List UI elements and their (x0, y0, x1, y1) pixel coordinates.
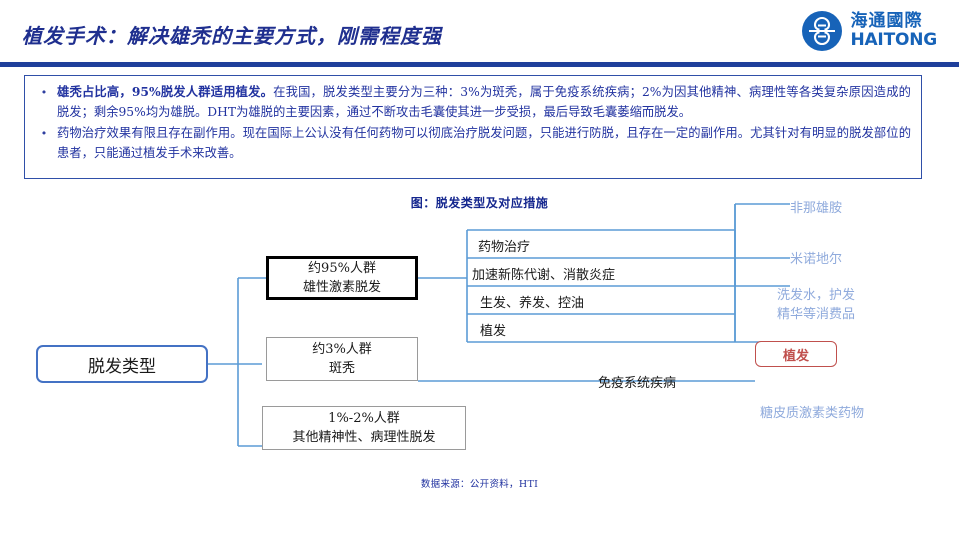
figure-source-note: 数据来源：公开资料，HTI (420, 479, 539, 490)
logo-chinese-name: 海通國際 (850, 11, 923, 31)
node-androgenic-alopecia: 约95%人群 雄性激素脱发 (266, 256, 418, 300)
label-immune-system-disease: 免疫系统疾病 (598, 376, 677, 391)
bullet-marker-icon: • (40, 127, 48, 140)
label-minoxidil: 米诺地尔 (790, 252, 843, 267)
node-b-line1: 约3%人群 (312, 342, 372, 357)
label-drug-therapy: 药物治疗 (478, 240, 531, 255)
bullet-text: 雄秃占比高，95%脱发人群适用植发。在我国，脱发类型主要分为三种：3%为斑秃，属… (57, 82, 911, 122)
bullet-item: • 药物治疗效果有限且存在副作用。现在国际上公认没有任何药物可以彻底治疗脱发问题… (31, 123, 911, 163)
bullet-body: 药物治疗效果有限且存在副作用。现在国际上公认没有任何药物可以彻底治疗脱发问题，只… (57, 126, 911, 160)
bullet-text: 药物治疗效果有限且存在副作用。现在国际上公认没有任何药物可以彻底治疗脱发问题，只… (57, 123, 911, 163)
label-hair-transplant-mid: 植发 (480, 324, 507, 339)
bullet-marker-icon: • (40, 86, 48, 99)
node-other-hair-loss: 1%-2%人群 其他精神性、病理性脱发 (262, 406, 466, 450)
node-alopecia-areata: 约3%人群 斑秃 (266, 337, 418, 381)
brand-logo: 海通國際 HAITONG (801, 10, 937, 52)
page-title: 植发手术：解决雄秃的主要方式，刚需程度强 (22, 24, 442, 48)
summary-callout-box: • 雄秃占比高，95%脱发人群适用植发。在我国，脱发类型主要分为三种：3%为斑秃… (24, 75, 922, 179)
haitong-emblem-icon (801, 10, 843, 52)
label-metabolism-inflammation: 加速新陈代谢、消散炎症 (472, 268, 616, 283)
diagram-connectors (208, 203, 790, 447)
label-shampoo-line2: 精华等消费品 (777, 307, 856, 322)
highlight-hair-transplant-label: 植发 (782, 348, 809, 364)
node-a-line2: 雄性激素脱发 (302, 280, 381, 295)
node-a-line1: 约95%人群 (308, 261, 376, 276)
node-b-line2: 斑秃 (328, 361, 355, 376)
label-finasteride: 非那雄胺 (790, 201, 843, 216)
label-shampoo-line1: 洗发水，护发 (777, 288, 856, 303)
highlight-hair-transplant-box: 植发 (755, 341, 837, 367)
hair-loss-type-diagram: 脱发类型 约95%人群 雄性激素脱发 约3%人群 斑秃 1%-2%人群 其他精神… (0, 196, 959, 486)
label-shampoo-products: 洗发水，护发 精华等消费品 (777, 286, 855, 324)
logo-wordmark: 海通國際 HAITONG (850, 13, 937, 49)
bullet-lead-bold: 雄秃占比高，95%脱发人群适用植发。 (57, 84, 274, 99)
figure-title: 图：脱发类型及对应措施 (410, 196, 549, 210)
node-c-line1: 1%-2%人群 (328, 411, 400, 426)
bullet-item: • 雄秃占比高，95%脱发人群适用植发。在我国，脱发类型主要分为三种：3%为斑秃… (31, 82, 911, 122)
node-root-hair-loss-types: 脱发类型 (36, 345, 208, 383)
node-c-line2: 其他精神性、病理性脱发 (292, 430, 436, 445)
label-corticosteroid-drugs: 糖皮质激素类药物 (760, 406, 865, 421)
label-hair-growth-care-oil: 生发、养发、控油 (480, 296, 585, 311)
node-root-label: 脱发类型 (88, 356, 156, 377)
logo-english-name: HAITONG (850, 30, 937, 50)
header-divider (0, 62, 959, 67)
bullet-body: 在我国，脱发类型主要分为三种：3%为斑秃，属于免疫系统疾病；2%为因其他精神、病… (57, 85, 911, 119)
